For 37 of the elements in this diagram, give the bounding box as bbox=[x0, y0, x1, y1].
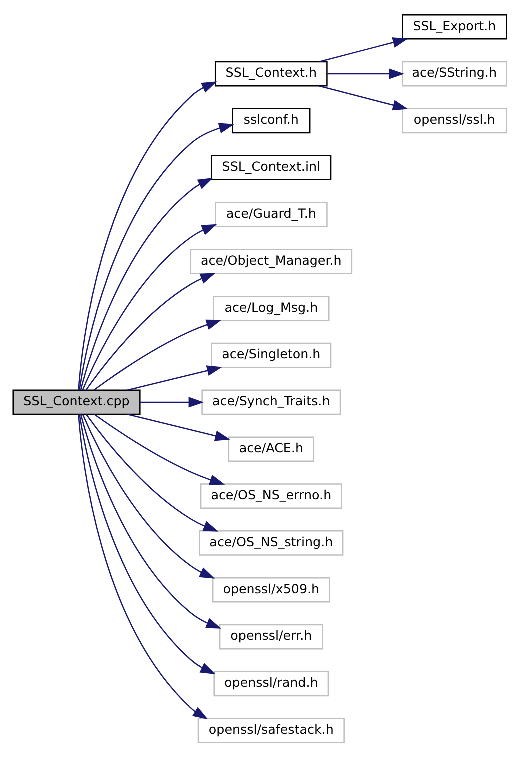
node-box: ace/OS_NS_string.h bbox=[199, 530, 344, 556]
arrow bbox=[319, 37, 408, 62]
node-box: SSL_Export.h bbox=[402, 14, 508, 40]
node-box: ace/OS_NS_errno.h bbox=[200, 483, 342, 508]
node-box: ace/Guard_T.h bbox=[214, 202, 328, 227]
arrow bbox=[82, 224, 218, 390]
arrow bbox=[82, 414, 216, 578]
node-box: SSL_Context.cpp bbox=[12, 389, 141, 415]
node-box: openssl/err.h bbox=[219, 624, 324, 650]
arrow bbox=[94, 414, 226, 485]
node-box: ace/ACE.h bbox=[228, 436, 315, 462]
arrow bbox=[86, 272, 216, 390]
arrow bbox=[319, 85, 408, 110]
arrow bbox=[78, 414, 208, 720]
arrow bbox=[127, 365, 222, 390]
arrow bbox=[94, 319, 222, 390]
arrow bbox=[79, 122, 234, 390]
node-box: openssl/x509.h bbox=[212, 576, 330, 602]
node-box: ace/SString.h bbox=[402, 60, 508, 86]
node-box: openssl/safestack.h bbox=[198, 718, 345, 744]
arrow bbox=[79, 414, 216, 674]
node-box: ace/Singleton.h bbox=[211, 342, 332, 368]
node-box: openssl/ssl.h bbox=[402, 108, 508, 134]
arrow bbox=[86, 414, 219, 532]
node-box: SSL_Context.h bbox=[214, 60, 328, 86]
node-box: ace/Log_Msg.h bbox=[213, 295, 330, 321]
arrow bbox=[140, 396, 204, 408]
node-box: openssl/rand.h bbox=[214, 670, 330, 696]
node-box: ace/Object_Manager.h bbox=[190, 248, 353, 274]
arrow bbox=[127, 413, 230, 441]
node-box: ace/Synch_Traits.h bbox=[202, 389, 342, 415]
arrow bbox=[80, 177, 214, 390]
arrow bbox=[327, 68, 404, 79]
node-box: sslconf.h bbox=[232, 108, 311, 134]
node-box: SSL_Context.inl bbox=[211, 154, 332, 180]
arrow bbox=[80, 414, 222, 628]
arrow bbox=[78, 81, 218, 390]
